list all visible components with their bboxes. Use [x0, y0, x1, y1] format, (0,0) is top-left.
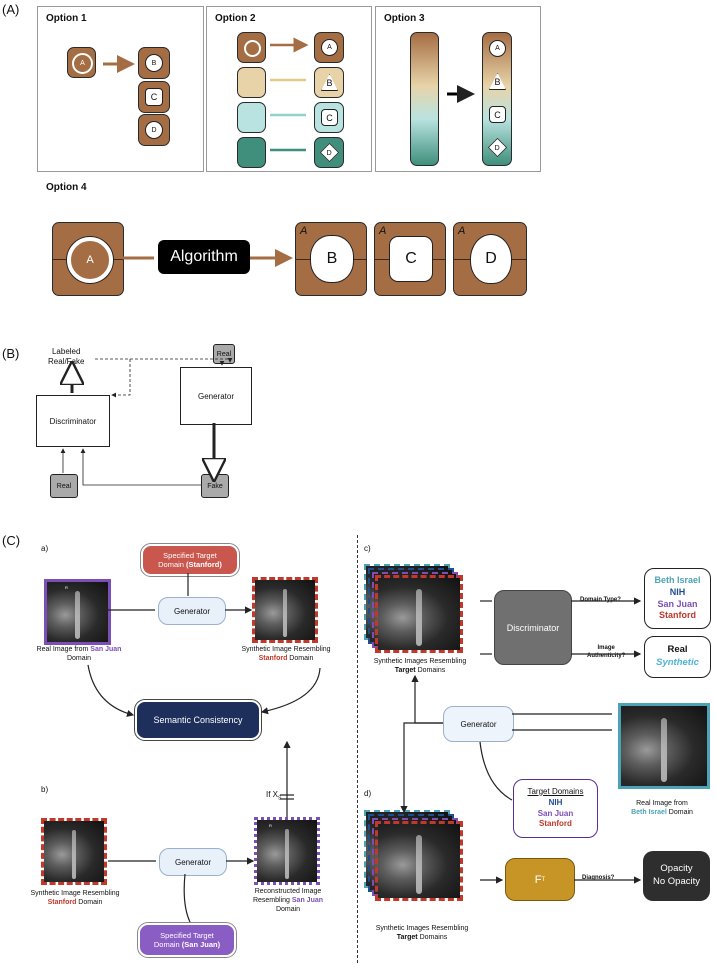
option-1-tile-d: D [138, 114, 170, 146]
option-1-tile-b: B [138, 47, 170, 79]
option-3-panel: Option 3 A B C D [375, 6, 541, 172]
option-3-target-strip: A B C D [482, 32, 512, 166]
stack-d-front [375, 821, 463, 901]
option-2-source-3 [237, 102, 266, 133]
stack-front [375, 575, 463, 653]
algorithm-box: Algorithm [158, 240, 250, 274]
generator-a: Generator [158, 597, 226, 625]
real-input-bottom: Real [50, 474, 78, 498]
option-4-title: Option 4 [46, 182, 87, 193]
option-2-target-b: B [314, 67, 344, 98]
real-input-top: Real [213, 344, 235, 364]
option-2-source-4 [237, 137, 266, 168]
discriminator-c: Discriminator [494, 590, 572, 665]
source-circle: A [72, 53, 93, 74]
sub-d: d) [364, 789, 372, 798]
generator-box: Generator [180, 367, 252, 425]
option-2-title: Option 2 [215, 13, 256, 24]
discriminator-box: Discriminator [36, 395, 110, 447]
section-divider [357, 535, 358, 963]
option-1-panel: Option 1 A B C D [37, 6, 204, 172]
section-label-a: (A) [2, 2, 20, 17]
fake-box: Fake [201, 474, 229, 498]
labeled-real-fake: Labeled Real/Fake [48, 347, 85, 366]
option-2-target-c: C [314, 102, 344, 133]
xray-real-beth-israel [618, 703, 710, 789]
option-2-target-d: D [314, 137, 344, 168]
option-3-source-strip [410, 32, 439, 166]
source-circle: A [67, 237, 113, 283]
domain-type-label: Domain Type? [580, 597, 621, 603]
domain-type-box: Beth Israel NIH San Juan Stanford [644, 568, 711, 629]
generator-c: Generator [443, 706, 514, 742]
option-4-source-tile: A [52, 222, 124, 296]
option-2-target-a: A [314, 32, 344, 63]
sub-a: a) [41, 544, 49, 553]
option-2-source-1 [237, 32, 266, 63]
section-label-b: (B) [2, 346, 20, 361]
semantic-consistency: Semantic Consistency [135, 700, 261, 740]
option-4-tile-c: A C [374, 222, 446, 296]
option-3-title: Option 3 [384, 13, 425, 24]
option-4-tile-b: A B [295, 222, 367, 296]
option-2-panel: Option 2 A B C D [206, 6, 372, 172]
xray-real-san-juan: R [44, 579, 111, 645]
section-label-c: (C) [2, 533, 21, 548]
xray-synthetic-stanford-a [252, 577, 318, 643]
xray-synthetic-stanford-b [41, 818, 107, 885]
sub-b: b) [41, 785, 49, 794]
sub-c: c) [364, 544, 371, 553]
option-1-source-tile: A [67, 47, 96, 78]
option-4-tile-d: A D [453, 222, 527, 296]
xray-reconstructed-san-juan: R [254, 817, 320, 885]
generator-b: Generator [159, 848, 227, 876]
authenticity-box: Real Synthetic [644, 636, 711, 678]
caption-real-san-juan: Real Image from San Juan Domain [36, 646, 122, 662]
option-2-source-2 [237, 67, 266, 98]
option-1-title: Option 1 [46, 13, 87, 24]
target-domains-box: Target Domains NIH San Juan Stanford [513, 779, 598, 838]
diagnosis-label: Diagnosis? [582, 875, 615, 881]
if-xs-label: If XS [266, 790, 282, 802]
opacity-box: Opacity No Opacity [643, 851, 710, 901]
option-1-tile-c: C [138, 81, 170, 113]
